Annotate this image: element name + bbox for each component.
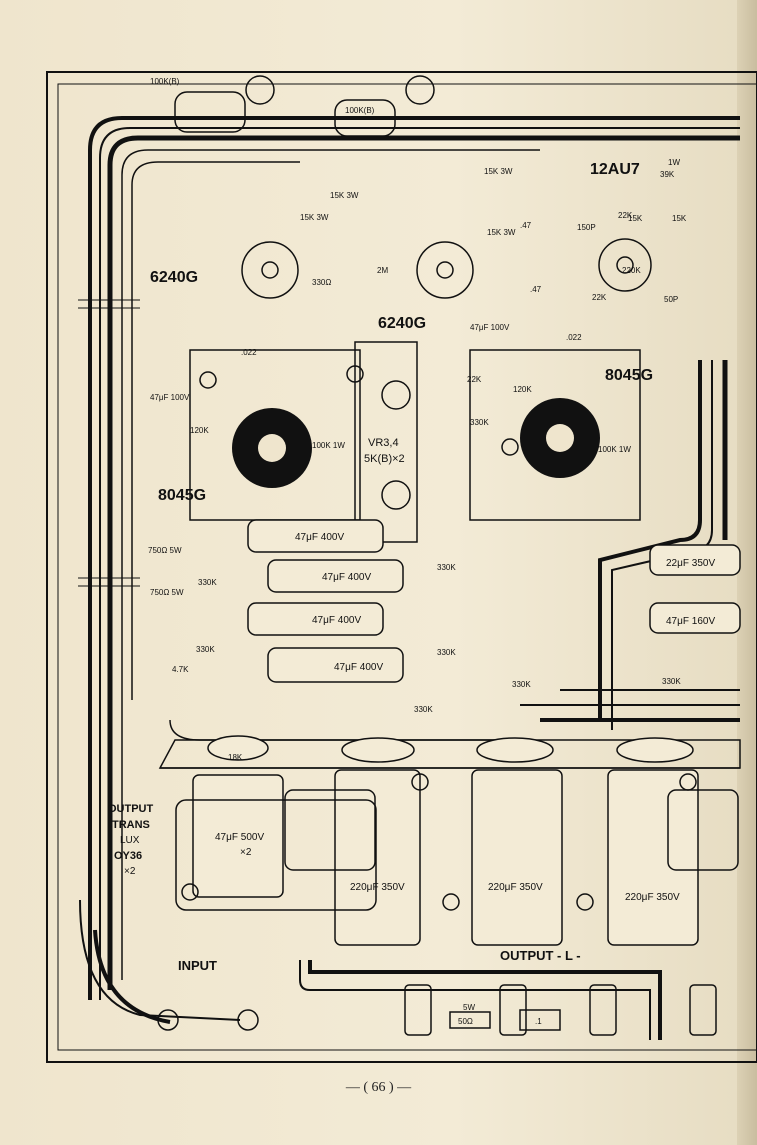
r-330k-d: 330K [437, 648, 456, 657]
wire-harness-right [169, 360, 740, 1040]
vr-labels: VR3,4 5K(B)×2 [364, 437, 405, 465]
r-120k-b: 120K [513, 385, 532, 394]
c-1: .1 [535, 1017, 542, 1026]
output-terminals [157, 984, 717, 1036]
volume-pots-top [174, 75, 435, 137]
vr-label-line2: 5K(B)×2 [364, 453, 405, 465]
book-spine [737, 0, 757, 1145]
output-trans-label: OUTPUT TRANS LUX OY36 ×2 [108, 803, 154, 877]
tube-labels: 6240G 6240G 12AU7 8045G 8045G [150, 161, 653, 504]
r-330: 330Ω [312, 278, 331, 287]
r-100kb-a: 100K(B) [150, 77, 180, 86]
r-15k3w-b: 15K 3W [484, 167, 513, 176]
r-100kb-b: 100K(B) [345, 106, 375, 115]
r-22k-c: 22K [467, 375, 482, 384]
component-labels: 100K(B) 100K(B) 15K 3W 15K 3W 15K 3W 15K… [148, 77, 687, 714]
c-47uf160v: 47μF 160V [666, 616, 715, 627]
c-47uf100v-b: 47μF 100V [470, 323, 510, 332]
r-15k: 15K [628, 214, 643, 223]
c-022-a: .022 [241, 348, 257, 357]
c-022-b: .022 [566, 333, 582, 342]
c-220uf-c: 220μF 350V [625, 892, 680, 903]
r-22k-b: 22K [592, 293, 607, 302]
r-15k3w-d: 15K 3W [487, 228, 516, 237]
c-220uf-b: 220μF 350V [488, 882, 543, 893]
c-22uf350v: 22μF 350V [666, 558, 715, 569]
c-47uf400v-c: 47μF 400V [312, 615, 361, 626]
vr-pot-bracket [354, 341, 418, 543]
r-330k-b: 330K [437, 563, 456, 572]
r-22k-a: 22K [618, 211, 633, 220]
cap-labels: 47μF 400V 47μF 400V 47μF 400V 47μF 400V … [215, 532, 715, 1026]
c-47: .47 [520, 221, 532, 230]
c-47b: .47 [530, 285, 542, 294]
r-18k: 18K [228, 753, 243, 762]
page-number: — ( 66 ) — [345, 1080, 412, 1095]
c-47uf400v-a: 47μF 400V [295, 532, 344, 543]
tube-6240g-mid-label: 6240G [378, 315, 426, 332]
r-330k-a: 330K [198, 578, 217, 587]
output-trans-line4: OY36 [114, 850, 142, 862]
r-5w: 5W [463, 1003, 475, 1012]
tube-6240g-left-label: 6240G [150, 269, 198, 286]
r-2m: 2M [377, 266, 388, 275]
output-l-label: OUTPUT - L - [500, 948, 581, 963]
vr-label-line1: VR3,4 [368, 437, 399, 449]
output-trans-line2: TRANS [112, 819, 150, 831]
screws [181, 365, 697, 911]
tube-sockets-8045g [189, 349, 641, 521]
tube-12au7-label: 12AU7 [590, 161, 640, 178]
power-board [158, 739, 741, 769]
c-47uf400v-b: 47μF 400V [322, 572, 371, 583]
c-47uf500v-x2: ×2 [240, 847, 252, 858]
input-label: INPUT [178, 958, 217, 973]
c-47uf400v-d: 47μF 400V [334, 662, 383, 673]
tube-8045g-right-label: 8045G [605, 367, 653, 384]
r-120k-a: 120K [190, 426, 209, 435]
r-15k3w-a: 15K 3W [330, 191, 359, 200]
r-100k1w-a: 100K 1W [312, 441, 345, 450]
r-330k-f: 330K [414, 705, 433, 714]
r-330k-g: 330K [662, 677, 681, 686]
r-220k: 220K [622, 266, 641, 275]
r-15k3w-c: 15K 3W [300, 213, 329, 222]
output-trans-line5: ×2 [124, 866, 136, 877]
c-47uf500v: 47μF 500V [215, 832, 264, 843]
r-750-b: 750Ω 5W [150, 588, 184, 597]
c-47uf100v-a: 47μF 100V [150, 393, 190, 402]
r-750-a: 750Ω 5W [148, 546, 182, 555]
r-1w: 1W [668, 158, 680, 167]
r-330k-c: 330K [196, 645, 215, 654]
output-transformer-terminals [175, 789, 739, 911]
r-330k-e: 330K [512, 680, 531, 689]
tube-8045g-left-label: 8045G [158, 487, 206, 504]
c-50p: 50P [664, 295, 678, 304]
output-trans-line3: LUX [120, 835, 140, 846]
c-150p: 150P [577, 223, 596, 232]
wire-harness-left [78, 116, 740, 1024]
output-trans-line1: OUTPUT [108, 803, 154, 815]
r-50: 50Ω [458, 1017, 473, 1026]
filter-caps [192, 735, 699, 946]
r-330k-h: 330K [470, 418, 489, 427]
r-15k-b: 15K [672, 214, 687, 223]
r-4-7k: 4.7K [172, 665, 189, 674]
r-39k: 39K [660, 170, 675, 179]
tube-sockets-small [241, 238, 652, 299]
c-220uf-a: 220μF 350V [350, 882, 405, 893]
r-100k1w-b: 100K 1W [598, 445, 631, 454]
electrolytic-caps-mid [247, 519, 741, 683]
